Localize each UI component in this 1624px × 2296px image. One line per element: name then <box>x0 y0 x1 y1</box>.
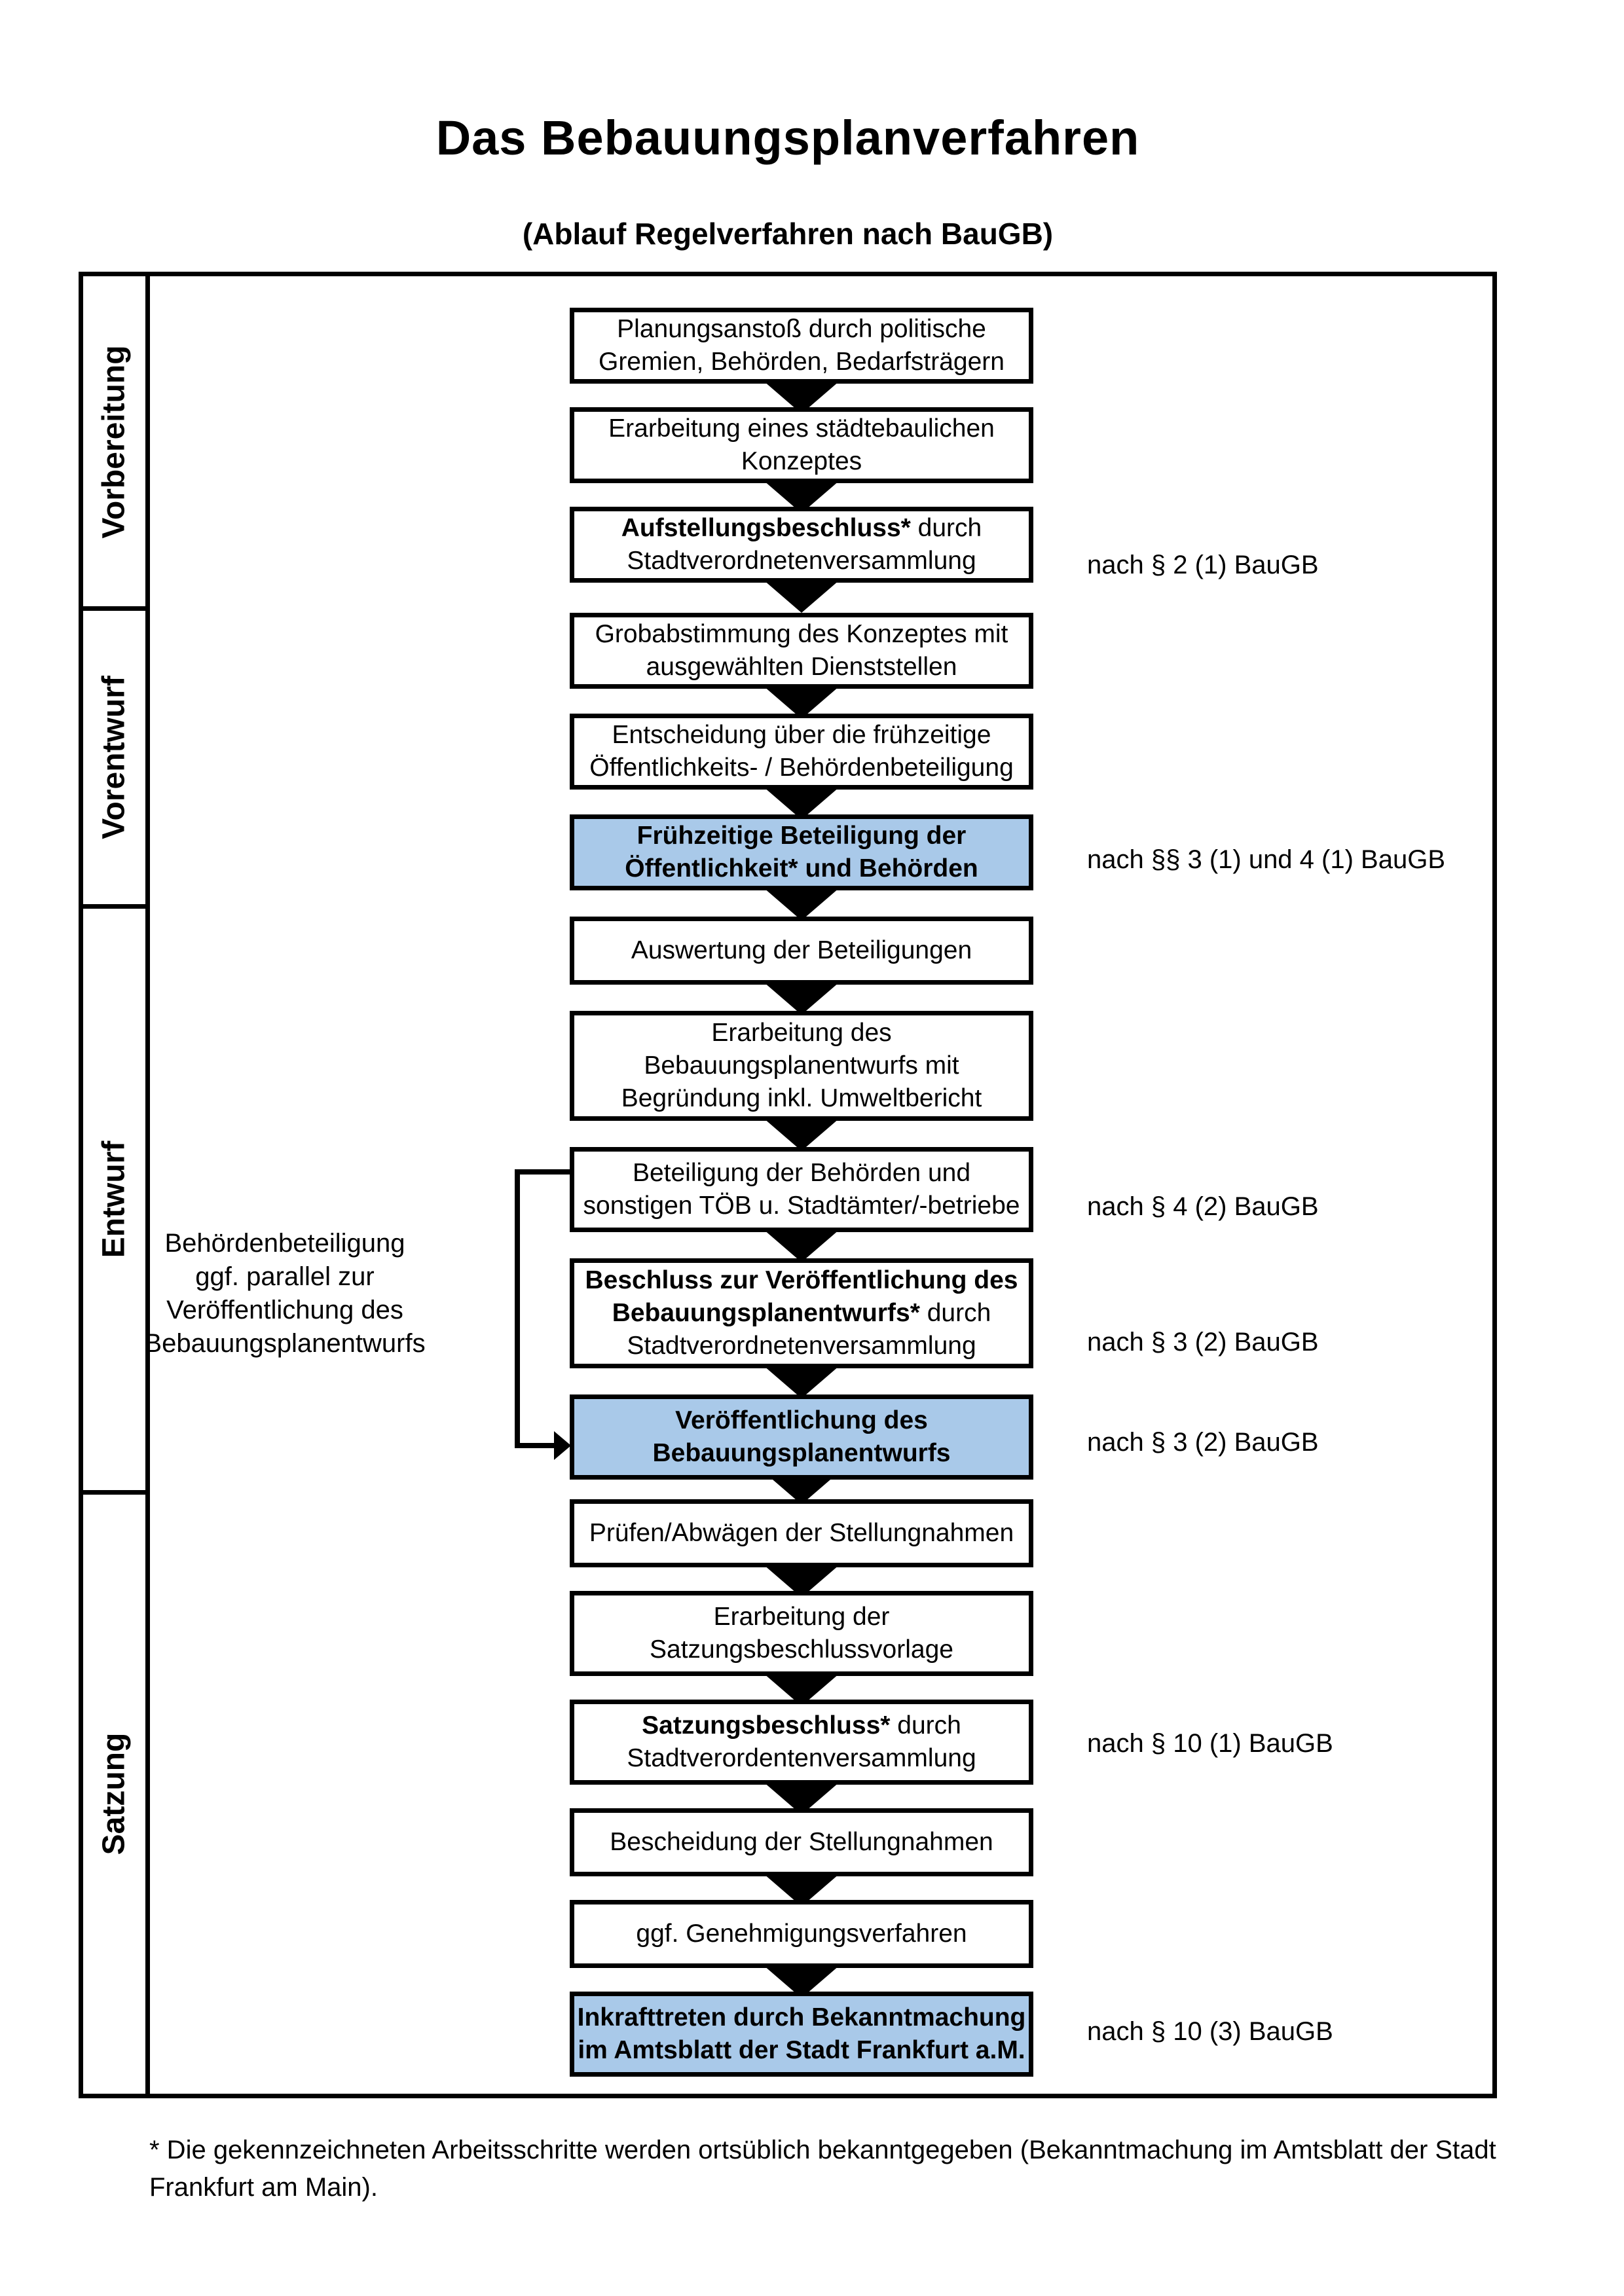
parallel-annotation: Behördenbeteiligung ggf. parallel zur Ve… <box>138 1227 432 1360</box>
annotation-line: Bebauungsplanentwurfs <box>144 1329 426 1358</box>
flow-box-auswertung-beteiligungen: Auswertung der Beteiligungen <box>570 917 1033 985</box>
footnote-line: * Die gekennzeichneten Arbeitsschritte w… <box>149 2136 1496 2164</box>
down-arrow-icon <box>764 1230 840 1262</box>
flow-box-bescheidung-stellungnahmen: Bescheidung der Stellungnahmen <box>570 1808 1033 1876</box>
phase-separator <box>83 606 150 611</box>
legal-reference: nach § 2 (1) BauGB <box>1087 551 1319 579</box>
legal-reference: nach § 3 (2) BauGB <box>1087 1328 1319 1357</box>
down-arrow-icon <box>764 1366 840 1398</box>
annotation-line: Veröffentlichung des <box>166 1296 403 1324</box>
annotation-line: ggf. parallel zur <box>195 1262 375 1291</box>
down-arrow-icon <box>764 888 840 920</box>
phase-separator <box>83 904 150 909</box>
down-arrow-icon <box>764 787 840 820</box>
legal-reference: nach § 10 (3) BauGB <box>1087 2017 1333 2046</box>
legal-reference: nach § 10 (1) BauGB <box>1087 1729 1333 1758</box>
right-arrow-icon <box>554 1431 571 1460</box>
footnote-line: Frankfurt am Main). <box>149 2173 378 2202</box>
phase-label-vorbereitung: Vorbereitung <box>96 345 132 539</box>
phase-label-entwurf: Entwurf <box>96 1140 132 1258</box>
footnote: * Die gekennzeichneten Arbeitsschritte w… <box>149 2132 1551 2206</box>
phase-label-satzung: Satzung <box>96 1732 132 1855</box>
phase-column-divider <box>145 276 150 2094</box>
legal-reference: nach § 4 (2) BauGB <box>1087 1192 1319 1221</box>
flow-box-pruefen-abwaegen-stellungnahmen: Prüfen/Abwägen der Stellungnahmen <box>570 1499 1033 1567</box>
annotation-line: Behördenbeteiligung <box>164 1229 405 1258</box>
phase-label-vorentwurf: Vorentwurf <box>96 676 132 839</box>
down-arrow-icon <box>764 1118 840 1151</box>
parallel-connector-stub <box>515 1169 570 1175</box>
down-arrow-icon <box>764 580 840 613</box>
flow-box-genehmigungsverfahren: ggf. Genehmigungsverfahren <box>570 1900 1033 1968</box>
page-title: Das Bebauungsplanverfahren <box>435 111 1140 165</box>
page-subtitle: (Ablauf Regelverfahren nach BauGB) <box>522 217 1054 251</box>
parallel-connector-line <box>515 1169 520 1448</box>
legal-reference: nach §§ 3 (1) und 4 (1) BauGB <box>1087 845 1445 874</box>
parallel-connector-bottom <box>515 1443 555 1448</box>
down-arrow-icon <box>764 982 840 1015</box>
down-arrow-icon <box>764 686 840 719</box>
phase-separator <box>83 1490 150 1495</box>
legal-reference: nach § 3 (2) BauGB <box>1087 1428 1319 1457</box>
